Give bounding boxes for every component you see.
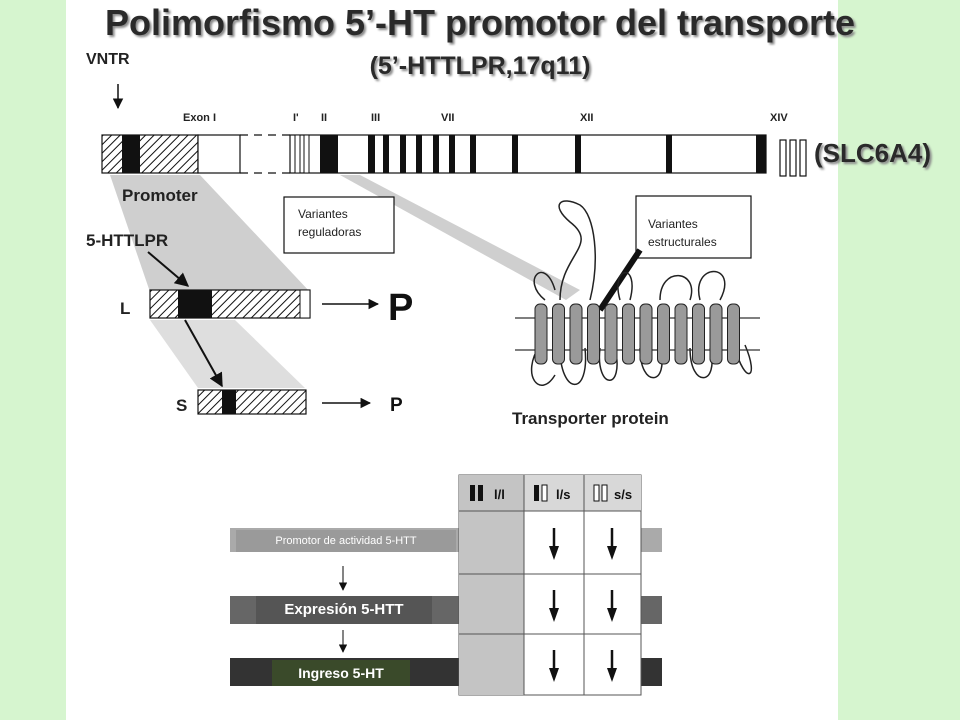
row1-label: Promotor de actividad 5-HTT <box>236 530 456 552</box>
short-allele-bar <box>197 389 307 415</box>
gene-bar <box>101 134 807 177</box>
httlpr-label: 5-HTTLPR <box>86 231 168 250</box>
genotype-ll: l/l <box>494 487 505 502</box>
genotype-ls: l/s <box>556 487 570 502</box>
transporter-protein-label: Transporter protein <box>512 409 669 428</box>
exon-label-7: XIV <box>770 112 788 124</box>
effect-arrow-down <box>607 590 617 622</box>
gene-symbol: (SLC6A4) <box>814 138 932 168</box>
regulatory-variants-line1: Variantes <box>298 207 348 221</box>
row3-label: Ingreso 5-HT <box>272 660 410 686</box>
genotype-ss: s/s <box>614 487 632 502</box>
transporter-protein <box>515 200 760 386</box>
helix-12 <box>727 303 740 365</box>
exon-label-5: VII <box>441 112 454 124</box>
helix-11 <box>709 303 723 365</box>
exon-label-1: Exon I <box>183 112 216 124</box>
effect-arrow-down <box>607 650 617 682</box>
helix-7 <box>639 303 653 365</box>
long-allele-product: P <box>388 287 413 329</box>
exon-label-2: I' <box>293 112 299 124</box>
exon-label-6: XII <box>580 112 593 124</box>
helix-9 <box>674 303 688 365</box>
long-allele-label: L <box>120 299 130 318</box>
lpr-arrow-short <box>184 319 223 388</box>
slide-subtitle: (5’-HTTLPR,17q11) <box>369 52 591 80</box>
vntr-label: VNTR <box>86 51 130 68</box>
exon-label-3: II <box>321 112 327 124</box>
helix-3 <box>569 303 583 365</box>
exon-label-4: III <box>371 112 380 124</box>
helix-4 <box>587 303 600 365</box>
effect-arrow-down <box>549 650 559 682</box>
promoter-projection-short <box>150 320 305 388</box>
structural-pointer <box>597 248 643 312</box>
effect-arrow-down <box>549 590 559 622</box>
long-allele-bar <box>149 289 311 319</box>
promoter-label: Promoter <box>122 186 198 205</box>
exon-projection <box>340 175 580 300</box>
lpr-arrow-long <box>147 251 190 287</box>
slide-title: Polimorfismo 5’-HT promotor del transpor… <box>104 2 856 43</box>
short-allele-label: S <box>176 396 187 415</box>
helix-1 <box>534 303 548 365</box>
helix-2 <box>552 303 565 365</box>
structural-variants-line1: Variantes <box>648 217 698 231</box>
structural-variants-box: Variantes estructurales <box>635 195 752 259</box>
helix-10 <box>692 303 705 365</box>
helix-5 <box>604 303 618 365</box>
helix-6 <box>622 303 635 365</box>
helix-8 <box>657 303 670 365</box>
effect-arrow-down <box>607 528 617 560</box>
row2-label: Expresión 5-HTT <box>256 596 432 624</box>
ll-column <box>459 475 524 695</box>
structural-variants-line2: estructurales <box>648 235 717 249</box>
short-allele-product: P <box>390 395 403 416</box>
effect-arrow-down <box>549 528 559 560</box>
regulatory-variants-line2: reguladoras <box>298 225 361 239</box>
regulatory-variants-box: Variantes reguladoras <box>283 196 395 254</box>
